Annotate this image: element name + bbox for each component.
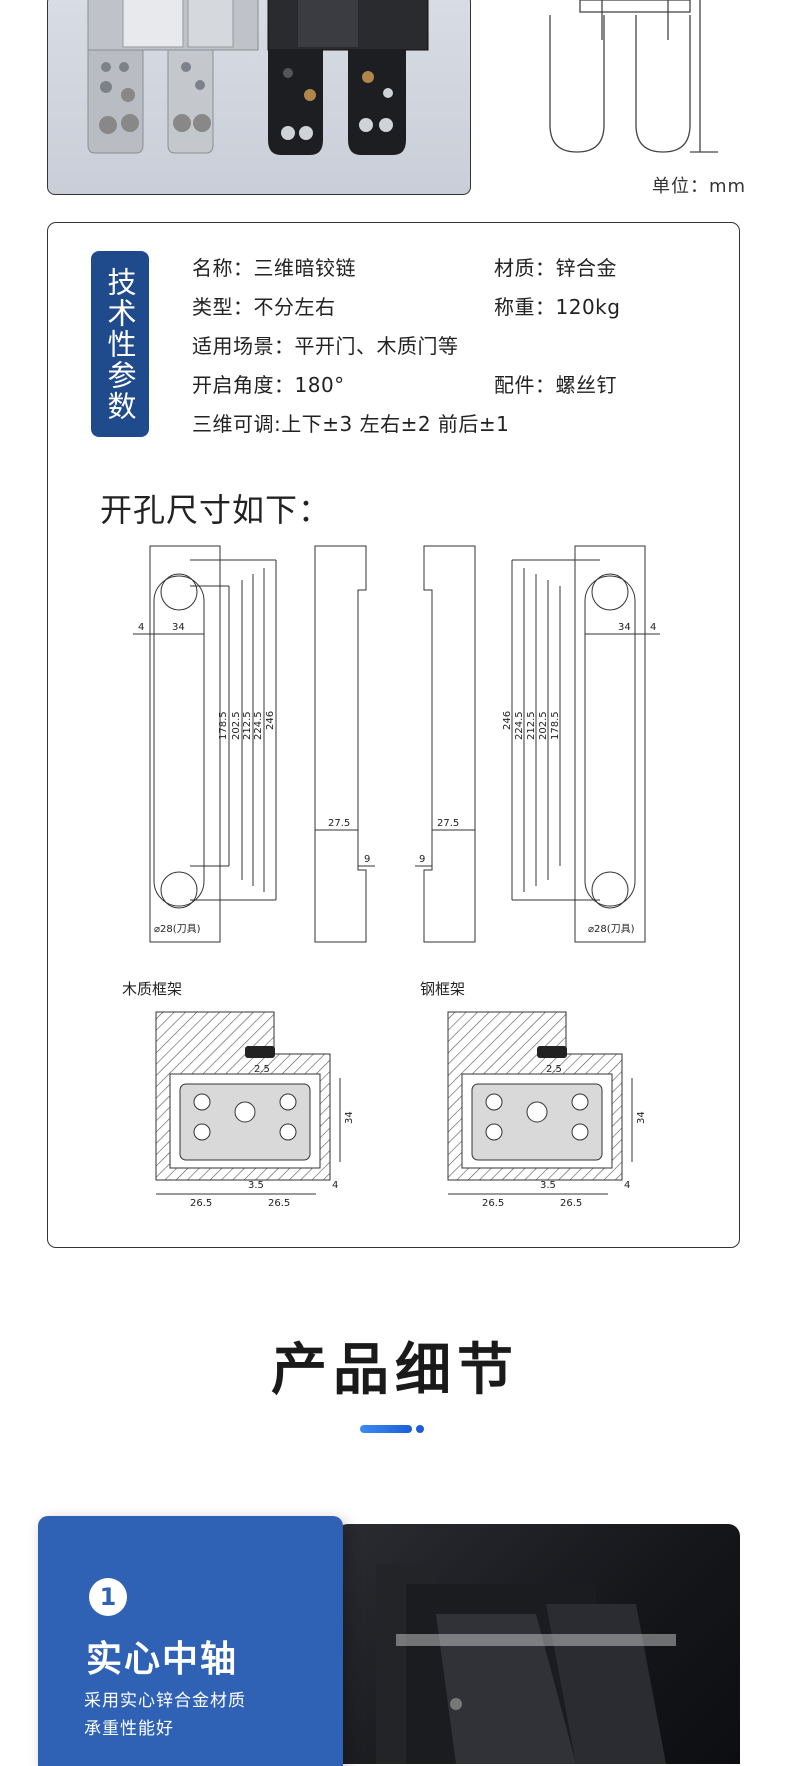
wood-frame-label: 木质框架 — [122, 980, 183, 998]
feature-desc-line2: 承重性能好 — [84, 1719, 174, 1739]
steel-frame-label: 钢框架 — [420, 980, 466, 998]
steel-gap: 2.5 — [546, 1064, 562, 1075]
title-underline-bar — [360, 1425, 412, 1433]
wood-gap: 2.5 — [254, 1064, 270, 1075]
spec-badge: 技术性参数 — [91, 251, 149, 437]
steel-edge: 4 — [624, 1180, 630, 1191]
holes-title: 开孔尺寸如下： — [100, 491, 332, 529]
frame-section-drawings: 2.5 34 3.5 26.5 26.5 4 2.5 34 3.5 26.5 2… — [155, 1011, 647, 1209]
dim-slot-left: 34 — [172, 622, 185, 633]
dim-len-3-right: 224.5 — [514, 711, 525, 740]
dim-len-1-right: 202.5 — [538, 711, 549, 740]
dim-lip-left: 9 — [364, 854, 370, 865]
spec-type: 类型：不分左右 — [192, 295, 336, 319]
spec-scene: 适用场景：平开门、木质门等 — [192, 334, 459, 358]
hinge-outline-drawing — [549, 0, 718, 153]
wood-height: 34 — [344, 1111, 355, 1124]
feature-photo — [336, 1524, 740, 1764]
silver-hinge — [87, 0, 259, 154]
wood-half-right: 26.5 — [268, 1198, 290, 1209]
dim-len-4-right: 246 — [502, 711, 513, 730]
dim-side-left: 4 — [138, 622, 144, 633]
unit-label: 单位：mm — [652, 176, 747, 197]
dim-len-0-right: 178.5 — [550, 711, 561, 740]
spec-accessory: 配件：螺丝钉 — [494, 373, 617, 397]
steel-height: 34 — [636, 1111, 647, 1124]
feature-desc-line1: 采用实心锌合金材质 — [84, 1691, 246, 1711]
steel-half-left: 26.5 — [482, 1198, 504, 1209]
feature-card — [38, 1516, 343, 1766]
title-underline-dot — [416, 1425, 424, 1433]
dim-len-3-left: 224.5 — [253, 711, 264, 740]
dim-len-4-left: 246 — [265, 711, 276, 730]
spec-adjust: 三维可调:上下±3 左右±2 前后±1 — [192, 412, 510, 436]
dim-cutter-left: ⌀28(刀具) — [154, 923, 201, 935]
steel-offset: 3.5 — [540, 1180, 556, 1191]
black-hinge — [267, 0, 429, 155]
feature-number-badge: 1 — [89, 1578, 127, 1616]
dim-len-1-left: 202.5 — [231, 711, 242, 740]
product-photo-box — [47, 0, 471, 195]
dim-len-2-right: 212.5 — [526, 711, 537, 740]
dim-depth-left: 27.5 — [328, 818, 350, 829]
dim-depth-right: 27.5 — [437, 818, 459, 829]
black-hinge-closeup — [376, 1564, 676, 1764]
wood-frame-section: 2.5 34 3.5 26.5 26.5 4 — [155, 1011, 355, 1209]
wood-edge: 4 — [332, 1180, 338, 1191]
spec-angle: 开启角度：180° — [192, 373, 345, 397]
dimension-labels: 4 34 178.5 202.5 212.5 224.5 246 27.5 9 … — [138, 622, 656, 935]
hinge-photo-illustration — [87, 0, 429, 155]
steel-frame-section: 2.5 34 3.5 26.5 26.5 4 — [447, 1011, 647, 1209]
dim-len-2-left: 212.5 — [242, 711, 253, 740]
steel-half-right: 26.5 — [560, 1198, 582, 1209]
dim-cutter-right: ⌀28(刀具) — [588, 923, 635, 935]
wood-offset: 3.5 — [248, 1180, 264, 1191]
feature-title: 实心中轴 — [86, 1639, 239, 1680]
dim-len-0-left: 178.5 — [218, 711, 229, 740]
wood-half-left: 26.5 — [190, 1198, 212, 1209]
spec-name: 名称：三维暗铰链 — [192, 256, 356, 280]
dim-side-right: 4 — [650, 622, 656, 633]
spec-load: 称重：120kg — [494, 295, 621, 319]
dim-lip-right: 9 — [419, 854, 425, 865]
dim-slot-right: 34 — [618, 622, 631, 633]
details-title: 产品细节 — [271, 1338, 519, 1403]
hole-dimension-drawing: 4 34 178.5 202.5 212.5 224.5 246 27.5 9 … — [133, 545, 660, 943]
spec-material: 材质：锌合金 — [494, 256, 617, 280]
